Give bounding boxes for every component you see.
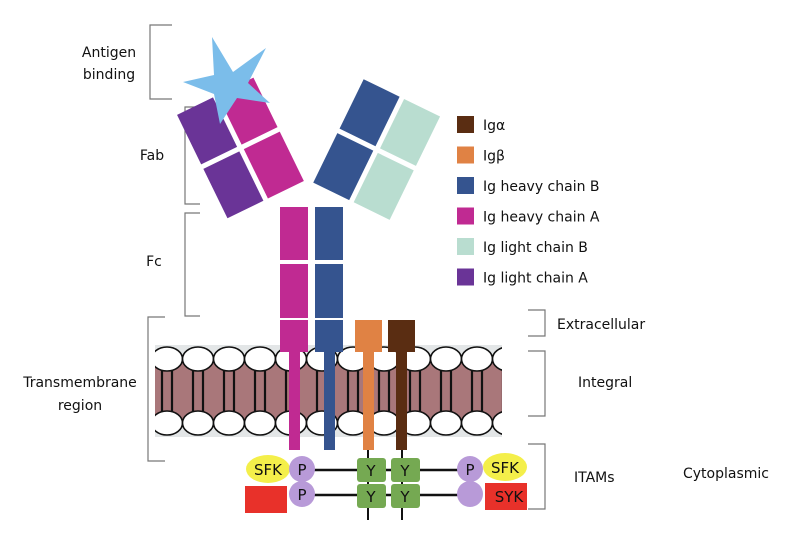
heavy-chain-a-fab-domain-2 bbox=[243, 131, 304, 199]
heavy-chain-b-fc-domain-1 bbox=[315, 207, 343, 260]
lipid-head-bottom bbox=[460, 410, 494, 436]
phosphate-right-top-label: P bbox=[465, 461, 474, 479]
light-chain-a-domain-2 bbox=[203, 151, 264, 219]
lipid-head-bottom bbox=[212, 410, 246, 436]
antigen-star-icon bbox=[183, 37, 270, 124]
legend-label-heavy-b: Ig heavy chain B bbox=[483, 179, 600, 195]
lipid-head-top bbox=[155, 346, 184, 372]
itam-region: SFK P P Y Y Y Y P SFK SYK bbox=[245, 450, 527, 520]
light-chain-a-domain-1 bbox=[177, 97, 238, 165]
ig-alpha-head bbox=[388, 320, 415, 352]
fab-arm-b bbox=[313, 79, 441, 220]
extracellular-label: Extracellular bbox=[557, 317, 645, 333]
integral-bracket bbox=[528, 350, 546, 417]
heavy-chain-a-tail bbox=[289, 352, 300, 450]
phosphate-left-top bbox=[289, 456, 315, 482]
sfk-left bbox=[246, 455, 290, 483]
legend-swatch-heavy-b bbox=[457, 177, 474, 194]
ig-beta-tail bbox=[363, 352, 374, 450]
sfk-left-label: SFK bbox=[254, 461, 283, 479]
fc-label: Fc bbox=[146, 254, 162, 270]
heavy-chain-b-fab-domain-1 bbox=[339, 79, 400, 147]
itam-tyrosine-beta-bottom-label: Y bbox=[365, 488, 376, 506]
itam-tyrosine-beta-top-label: Y bbox=[365, 462, 376, 480]
syk-right-label: SYK bbox=[495, 488, 525, 506]
lipid-head-top bbox=[429, 346, 463, 372]
phosphate-left-bottom bbox=[289, 481, 315, 507]
cell-membrane bbox=[155, 345, 502, 437]
legend-label-ig-beta: Igβ bbox=[483, 149, 505, 165]
legend-label-light-a: Ig light chain A bbox=[483, 271, 588, 287]
lipid-head-bottom bbox=[429, 410, 463, 436]
lipid-head-top bbox=[181, 346, 215, 372]
extracellular-bracket bbox=[528, 309, 546, 337]
lipid-head-top bbox=[460, 346, 494, 372]
light-chain-b-domain-1 bbox=[379, 98, 441, 166]
ig-beta-head bbox=[355, 320, 382, 352]
phosphate-left-top-label: P bbox=[297, 461, 306, 479]
phosphate-left-bottom-label: P bbox=[297, 486, 306, 504]
heavy-chain-b-tail bbox=[324, 352, 335, 450]
phosphate-right-bottom bbox=[457, 481, 483, 507]
itams-label: ITAMs bbox=[574, 470, 615, 486]
syk-left bbox=[245, 486, 287, 513]
fc-bracket bbox=[184, 212, 200, 317]
phosphate-right-top bbox=[457, 456, 483, 482]
antigen-binding-bracket bbox=[149, 24, 172, 100]
itam-tyrosine-alpha-bottom-label: Y bbox=[399, 488, 410, 506]
legend-label-heavy-a: Ig heavy chain A bbox=[483, 210, 600, 226]
fab-label: Fab bbox=[140, 148, 164, 164]
heavy-chain-a-fc-domain-3 bbox=[280, 320, 308, 352]
light-chain-b-domain-2 bbox=[353, 152, 414, 220]
legend-label-light-b: Ig light chain B bbox=[483, 240, 588, 256]
transmembrane-label-2: region bbox=[58, 398, 102, 414]
cytoplasmic-label: Cytoplasmic bbox=[683, 466, 769, 482]
itams-bracket bbox=[528, 443, 546, 510]
antigen-binding-label-2: binding bbox=[83, 67, 135, 83]
transmembrane-bracket bbox=[147, 316, 165, 462]
lipid-head-bottom bbox=[243, 410, 277, 436]
syk-right bbox=[485, 483, 527, 510]
lipid-head-bottom bbox=[491, 411, 502, 435]
fc-region bbox=[280, 207, 343, 450]
lipid-head-top bbox=[243, 346, 277, 372]
lipid-head-top bbox=[491, 347, 502, 371]
itam-tyrosine-alpha-top-label: Y bbox=[399, 462, 410, 480]
legend-label-ig-alpha: Igα bbox=[483, 118, 505, 134]
heavy-chain-b-fc-domain-2 bbox=[315, 264, 343, 318]
sfk-right-label: SFK bbox=[491, 459, 520, 477]
legend-swatch-light-b bbox=[457, 238, 474, 255]
itam-tyrosine-beta-bottom bbox=[357, 484, 386, 508]
ig-alpha-beta bbox=[355, 320, 415, 450]
heavy-chain-a-fc-domain-1 bbox=[280, 207, 308, 260]
heavy-chain-a-fc-domain-2 bbox=[280, 264, 308, 318]
fab-bracket bbox=[184, 106, 200, 205]
fab-arm-a bbox=[177, 77, 304, 219]
ig-alpha-tail bbox=[396, 352, 407, 450]
lipid-head-bottom bbox=[155, 410, 184, 436]
itam-tyrosine-alpha-top bbox=[391, 458, 420, 482]
legend-swatch-light-a bbox=[457, 268, 474, 286]
itam-tyrosine-beta-top bbox=[357, 458, 386, 482]
heavy-chain-b-fc-domain-3 bbox=[315, 320, 343, 352]
sfk-right bbox=[483, 453, 527, 481]
lipid-head-bottom bbox=[181, 410, 215, 436]
legend-swatch-ig-alpha bbox=[457, 116, 474, 133]
legend-swatch-ig-beta bbox=[457, 146, 474, 164]
heavy-chain-b-fab-domain-2 bbox=[313, 133, 374, 201]
antigen-binding-label-1: Antigen bbox=[82, 45, 136, 61]
integral-label: Integral bbox=[578, 375, 632, 391]
transmembrane-label-1: Transmembrane bbox=[22, 375, 137, 391]
itam-tyrosine-alpha-bottom bbox=[391, 484, 420, 508]
legend-swatch-heavy-a bbox=[457, 207, 474, 225]
lipid-head-top bbox=[212, 346, 246, 372]
